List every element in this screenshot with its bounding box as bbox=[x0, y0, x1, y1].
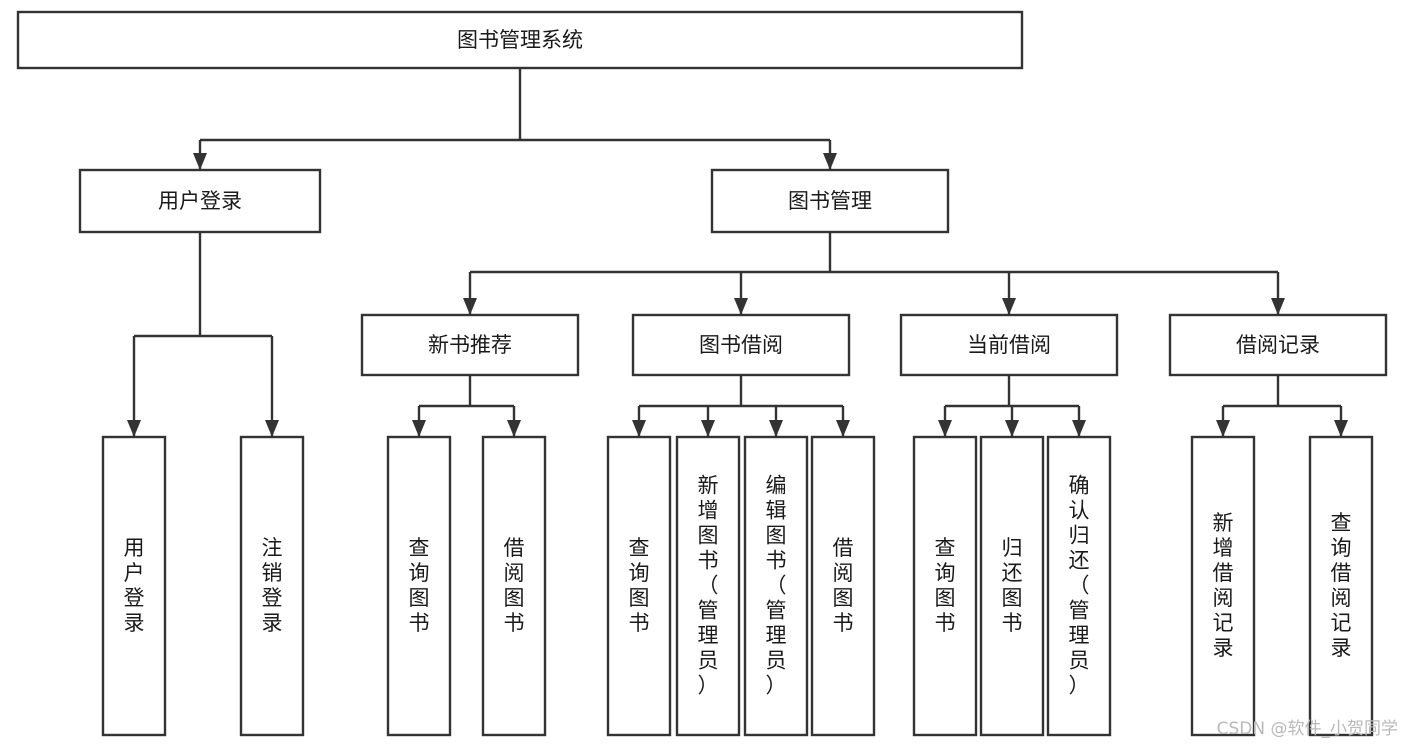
node-label-leaf-query-book-nb: 查询图书 bbox=[409, 536, 430, 635]
node-root[interactable]: 图书管理系统 bbox=[16, 10, 1024, 70]
node-box-leaf-add-book[interactable] bbox=[675, 435, 741, 737]
node-box-borrow-record[interactable] bbox=[1168, 313, 1388, 377]
node-label-leaf-user-login: 用户登录 bbox=[124, 536, 145, 635]
node-leaf-add-book[interactable]: 新增图书（管理员） bbox=[675, 435, 741, 737]
node-label-leaf-add-book: 新增图书（管理员） bbox=[698, 474, 719, 698]
node-box-leaf-query-borrow-record[interactable] bbox=[1308, 435, 1374, 737]
node-new-book-recommend[interactable]: 新书推荐 bbox=[360, 313, 580, 377]
node-label-borrow-record: 借阅记录 bbox=[1236, 333, 1320, 357]
node-box-leaf-query-book-cb[interactable] bbox=[912, 435, 978, 737]
node-box-book-borrow[interactable] bbox=[631, 313, 851, 377]
node-label-leaf-query-book-cb: 查询图书 bbox=[935, 536, 956, 635]
node-label-leaf-query-book-bb: 查询图书 bbox=[629, 536, 650, 635]
node-leaf-query-book-bb[interactable]: 查询图书 bbox=[606, 435, 672, 737]
arrow-head bbox=[265, 420, 279, 437]
node-leaf-confirm-return[interactable]: 确认归还（管理员） bbox=[1046, 435, 1112, 737]
node-book-management[interactable]: 图书管理 bbox=[710, 168, 950, 234]
node-label-book-borrow: 图书借阅 bbox=[699, 333, 783, 357]
arrow-head bbox=[412, 420, 426, 437]
arrow-head bbox=[1216, 420, 1230, 437]
node-box-leaf-user-login[interactable] bbox=[101, 435, 167, 737]
node-label-leaf-return-book: 归还图书 bbox=[1002, 536, 1023, 635]
edge-group-current-borrow bbox=[938, 375, 1086, 437]
node-box-leaf-query-book-bb[interactable] bbox=[606, 435, 672, 737]
node-borrow-record[interactable]: 借阅记录 bbox=[1168, 313, 1388, 377]
node-book-borrow[interactable]: 图书借阅 bbox=[631, 313, 851, 377]
edge-group-new-book-recommend bbox=[412, 375, 521, 437]
edge-group-root bbox=[193, 68, 837, 170]
node-box-leaf-borrow-book-bb[interactable] bbox=[810, 435, 876, 737]
node-box-leaf-return-book[interactable] bbox=[979, 435, 1045, 737]
node-box-leaf-query-book-nb[interactable] bbox=[386, 435, 452, 737]
node-box-user-login[interactable] bbox=[78, 168, 322, 234]
node-leaf-add-borrow-record[interactable]: 新增借阅记录 bbox=[1190, 435, 1256, 737]
nodes-layer: 图书管理系统用户登录图书管理新书推荐图书借阅当前借阅借阅记录用户登录注销登录查询… bbox=[16, 10, 1388, 737]
node-leaf-query-book-cb[interactable]: 查询图书 bbox=[912, 435, 978, 737]
edge-group-book-management bbox=[463, 232, 1285, 315]
node-leaf-borrow-book-nb[interactable]: 借阅图书 bbox=[481, 435, 547, 737]
node-box-book-management[interactable] bbox=[710, 168, 950, 234]
edge-group-book-borrow bbox=[632, 375, 850, 437]
arrow-head bbox=[769, 420, 783, 437]
node-box-leaf-add-borrow-record[interactable] bbox=[1190, 435, 1256, 737]
arrow-head bbox=[507, 420, 521, 437]
node-user-login[interactable]: 用户登录 bbox=[78, 168, 322, 234]
arrow-head bbox=[1072, 420, 1086, 437]
node-label-leaf-confirm-return: 确认归还（管理员） bbox=[1069, 474, 1090, 698]
node-box-root[interactable] bbox=[16, 10, 1024, 70]
node-label-user-login: 用户登录 bbox=[158, 189, 242, 213]
arrow-head bbox=[836, 420, 850, 437]
node-leaf-query-borrow-record[interactable]: 查询借阅记录 bbox=[1308, 435, 1374, 737]
arrow-head bbox=[1334, 420, 1348, 437]
edge-group-user-login bbox=[127, 232, 279, 437]
arrow-head bbox=[1005, 420, 1019, 437]
node-label-leaf-query-borrow-record: 查询借阅记录 bbox=[1331, 511, 1352, 660]
arrow-head bbox=[938, 420, 952, 437]
arrow-head bbox=[127, 420, 141, 437]
node-leaf-return-book[interactable]: 归还图书 bbox=[979, 435, 1045, 737]
arrow-head bbox=[1271, 298, 1285, 315]
node-label-new-book-recommend: 新书推荐 bbox=[428, 333, 512, 357]
node-label-book-management: 图书管理 bbox=[788, 189, 872, 213]
arrow-head bbox=[193, 153, 207, 170]
node-leaf-query-book-nb[interactable]: 查询图书 bbox=[386, 435, 452, 737]
node-leaf-logout-login[interactable]: 注销登录 bbox=[239, 435, 305, 737]
node-current-borrow[interactable]: 当前借阅 bbox=[899, 313, 1119, 377]
node-leaf-user-login[interactable]: 用户登录 bbox=[101, 435, 167, 737]
arrow-head bbox=[701, 420, 715, 437]
node-label-root: 图书管理系统 bbox=[457, 28, 583, 52]
node-box-new-book-recommend[interactable] bbox=[360, 313, 580, 377]
arrow-head bbox=[1002, 298, 1016, 315]
arrow-head bbox=[632, 420, 646, 437]
arrow-head bbox=[463, 298, 477, 315]
node-label-leaf-edit-book: 编辑图书（管理员） bbox=[766, 474, 787, 698]
edges-layer bbox=[127, 68, 1348, 437]
node-label-leaf-add-borrow-record: 新增借阅记录 bbox=[1213, 511, 1234, 660]
node-label-current-borrow: 当前借阅 bbox=[967, 333, 1051, 357]
node-leaf-borrow-book-bb[interactable]: 借阅图书 bbox=[810, 435, 876, 737]
node-box-leaf-edit-book[interactable] bbox=[743, 435, 809, 737]
arrow-head bbox=[734, 298, 748, 315]
node-box-leaf-logout-login[interactable] bbox=[239, 435, 305, 737]
node-box-current-borrow[interactable] bbox=[899, 313, 1119, 377]
node-box-leaf-borrow-book-nb[interactable] bbox=[481, 435, 547, 737]
node-label-leaf-borrow-book-nb: 借阅图书 bbox=[504, 536, 525, 635]
node-leaf-edit-book[interactable]: 编辑图书（管理员） bbox=[743, 435, 809, 737]
arrow-head bbox=[823, 153, 837, 170]
node-label-leaf-borrow-book-bb: 借阅图书 bbox=[833, 536, 854, 635]
node-box-leaf-confirm-return[interactable] bbox=[1046, 435, 1112, 737]
edge-group-borrow-record bbox=[1216, 375, 1348, 437]
node-label-leaf-logout-login: 注销登录 bbox=[262, 536, 283, 635]
